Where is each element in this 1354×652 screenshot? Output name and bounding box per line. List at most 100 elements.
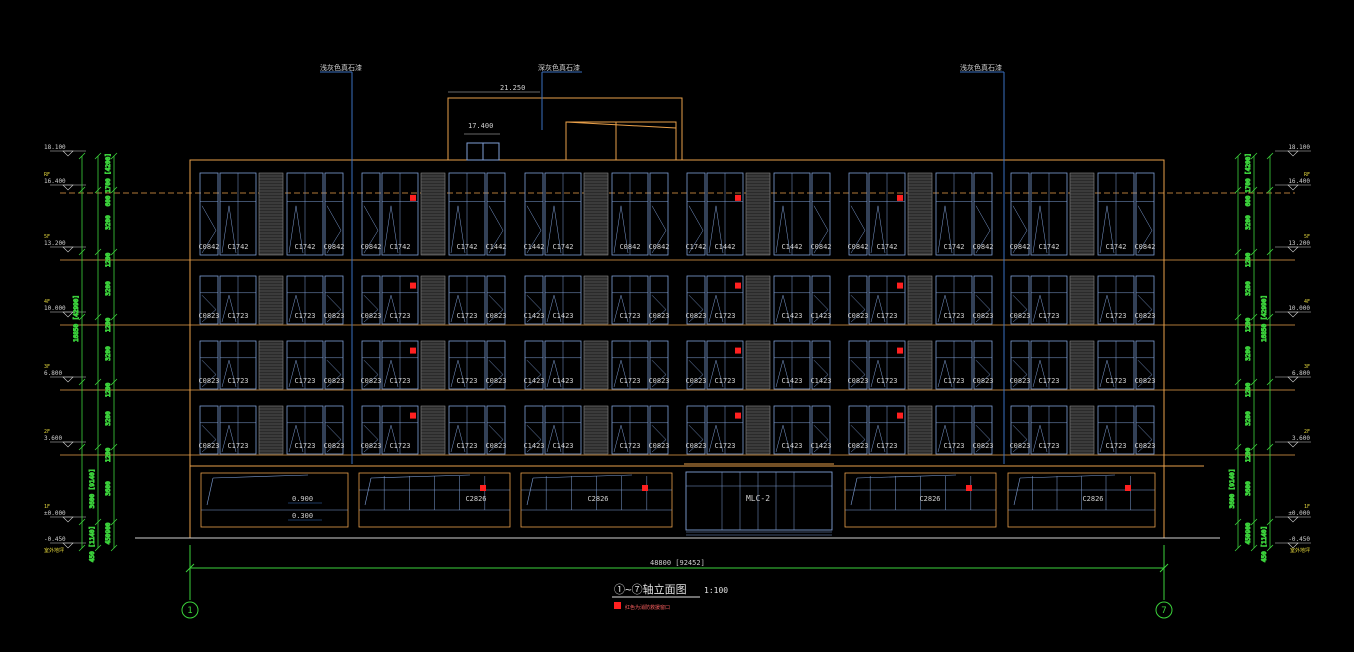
level-tag: 室外地坪 (44, 547, 64, 554)
storefront-head (856, 474, 957, 479)
level-elevation: ±0.000 (1288, 510, 1310, 517)
window-label: C0823 (1134, 442, 1155, 450)
window-opening-mark (870, 205, 886, 254)
rescue-window-marker (642, 485, 648, 491)
window-frame (686, 172, 706, 256)
window-label: C0823 (485, 442, 506, 450)
window-opening-mark (221, 294, 237, 323)
window-label: C1723 (943, 312, 964, 320)
window-label: C1423 (523, 377, 544, 385)
dim-text-inner: 1200 (105, 447, 112, 462)
window-opening-mark (201, 295, 217, 323)
window-label: C1442 (485, 243, 506, 251)
window-opening-mark (937, 424, 953, 453)
storefront-frame (520, 472, 673, 528)
window (848, 172, 868, 256)
entrance-label: MLC-2 (746, 494, 770, 503)
window-frame (811, 172, 831, 256)
window-label: C1723 (227, 442, 248, 450)
window-label: C1442 (523, 243, 544, 251)
window-opening-mark (651, 295, 667, 323)
axis-7-bubble (1155, 601, 1173, 619)
window-frame (686, 405, 706, 455)
level-tag: 3F (1304, 364, 1310, 370)
window-label: C1742 (552, 243, 573, 251)
rescue-window-marker (966, 485, 972, 491)
window-label: C1723 (227, 312, 248, 320)
window-frame (1135, 405, 1155, 455)
level-elevation: 6.800 (1292, 370, 1310, 377)
window-frame (199, 275, 219, 325)
window-label: C0842 (1134, 243, 1155, 251)
window-frame (1010, 340, 1030, 390)
dim-tick (110, 313, 118, 321)
rescue-window-marker (735, 194, 741, 201)
level-elevation: 16.400 (1288, 178, 1310, 185)
rescue-window-marker (897, 347, 903, 354)
window-frame (486, 405, 506, 455)
window-frame (1010, 172, 1030, 256)
storefront-label: C2826 (1082, 495, 1103, 503)
window-label: C1723 (456, 442, 477, 450)
dim-tick (1266, 518, 1274, 526)
dim-tick-left (185, 563, 195, 573)
window-label: C1423 (781, 442, 802, 450)
window-opening-mark (363, 360, 379, 388)
window-label: C1423 (552, 312, 573, 320)
window-label: C1423 (810, 377, 831, 385)
window-frame (361, 275, 381, 325)
window-opening-mark (1099, 359, 1115, 388)
dim-text-outer: 3600 [9140] (89, 469, 96, 509)
window-label: C1723 (1038, 377, 1059, 385)
window-opening-mark (688, 360, 704, 388)
dim-tick (1266, 152, 1274, 160)
window (361, 340, 381, 390)
window (544, 172, 582, 256)
level-triangle (62, 184, 74, 191)
louvre-frame (907, 172, 933, 256)
dim-text-inner: 1200 (1245, 447, 1252, 462)
window-opening-mark (613, 294, 629, 323)
dim-text-inner: 600 (105, 195, 112, 206)
window-label: C0823 (198, 312, 219, 320)
window (1010, 340, 1030, 390)
level-elevation: 16.400 (44, 178, 66, 185)
window-opening-mark (363, 205, 379, 254)
level-marks: 18.10016.400RF13.2005F10.0004F6.8003F3.6… (44, 144, 1311, 554)
rescue-window-marker (410, 194, 416, 201)
dim-tick (78, 518, 86, 526)
callout-center-text: 深灰色真石漆 (538, 63, 580, 72)
rescue-window-marker (897, 282, 903, 289)
level-tag: 1F (1304, 504, 1310, 510)
window-frame (649, 172, 669, 256)
window (219, 405, 257, 455)
louvre-panel (583, 340, 609, 390)
roof-equipment-box (565, 121, 677, 161)
level-triangle (62, 441, 74, 448)
window-frame (848, 275, 868, 325)
window (524, 172, 544, 256)
storefront-window (200, 472, 349, 528)
window (973, 275, 993, 325)
window-label: C0823 (847, 312, 868, 320)
level-triangle (1287, 376, 1299, 383)
window-opening-mark (383, 294, 399, 323)
window-opening-mark (326, 425, 342, 453)
window (486, 405, 506, 455)
entrance-frame (685, 471, 833, 531)
roof-slope-line (565, 121, 677, 129)
dim-tick (94, 378, 102, 386)
window (649, 405, 669, 455)
window-label: C0823 (1134, 377, 1155, 385)
level-tag: 5F (1304, 234, 1310, 240)
window (448, 275, 486, 325)
dim-tick (1266, 544, 1274, 552)
dim-tick (1266, 186, 1274, 194)
window-label: C1423 (552, 442, 573, 450)
window-frame (973, 275, 993, 325)
rescue-window-marker (1125, 485, 1131, 491)
window (381, 340, 419, 390)
